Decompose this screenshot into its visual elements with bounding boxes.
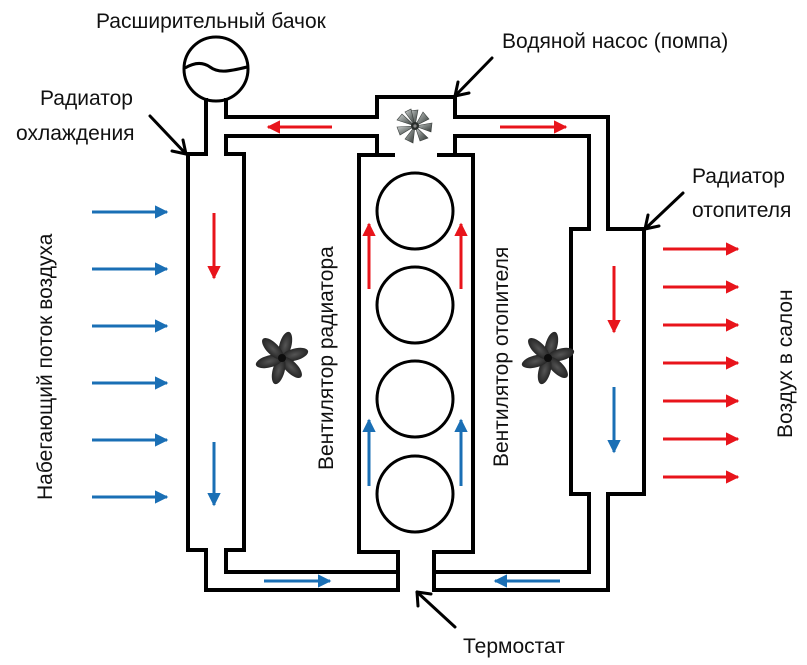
cylinder-3 — [375, 359, 455, 439]
cylinder-4 — [375, 454, 455, 534]
engine-block — [357, 153, 475, 592]
cylinder-2 — [375, 265, 455, 345]
cooling-radiator-label-line2: охлаждения — [16, 122, 135, 145]
expansion-tank-label: Расширительный бачок — [96, 10, 327, 33]
water-pump-label: Водяной насос (помпа) — [502, 30, 728, 53]
engine-cylinders — [375, 171, 455, 534]
heater-fan-icon — [521, 331, 575, 385]
cabin-air-label: Воздух в салон — [774, 289, 797, 438]
heater-fan-label: Вентилятор отопителя — [490, 247, 513, 467]
water-pump-impeller-icon — [396, 108, 433, 144]
heater-radiator-label-line2: отопителя — [692, 199, 791, 222]
thermostat-label: Термостат — [463, 635, 565, 658]
coolant-circuit — [186, 95, 646, 592]
radiator-fan-icon — [255, 331, 309, 385]
water-pump-pointer — [453, 56, 494, 98]
incoming-air-label: Набегающий поток воздуха — [34, 233, 57, 500]
cooling-radiator-label-line1: Радиатор — [40, 87, 133, 110]
heater-radiator-body — [432, 227, 591, 574]
cooling-radiator-pointer — [148, 114, 188, 156]
cylinder-1 — [375, 171, 455, 251]
heater-radiator-label-line1: Радиатор — [692, 165, 785, 188]
expansion-tank — [182, 35, 250, 156]
air-arrows — [92, 205, 740, 504]
cooling-radiator-body — [186, 134, 400, 574]
radiator-fan-label: Вентилятор радиатора — [315, 246, 338, 470]
heater-radiator-pointer — [643, 191, 685, 231]
thermostat-pointer — [415, 590, 457, 629]
flow-arrows — [207, 120, 621, 588]
